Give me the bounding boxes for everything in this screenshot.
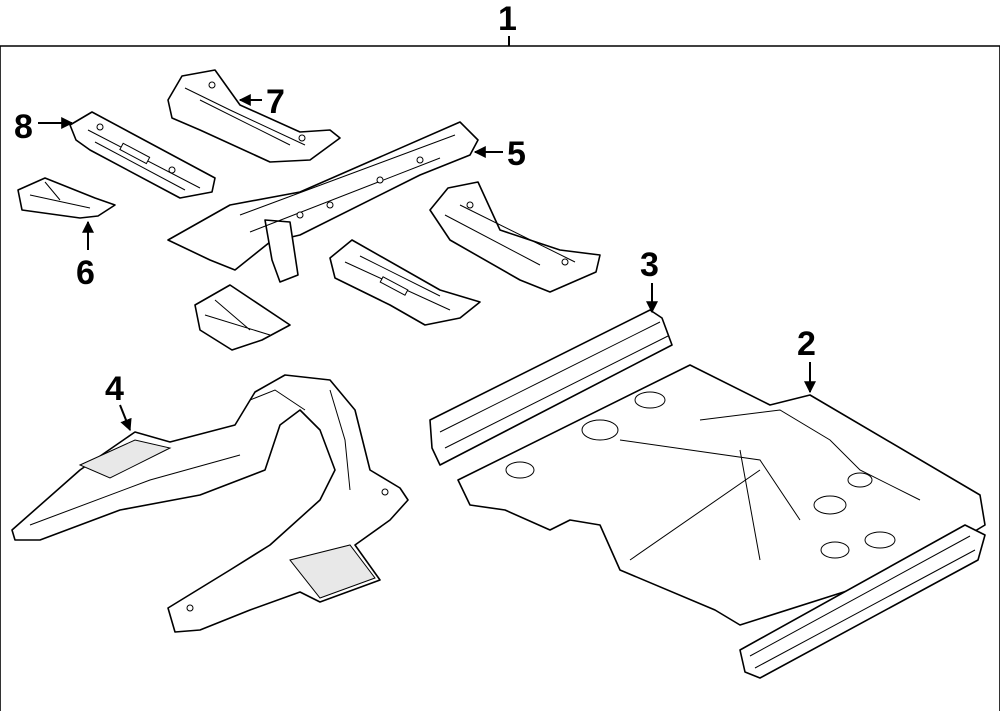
part-6-bracket xyxy=(17,177,116,219)
callout-8: 8 xyxy=(14,108,33,146)
middle-crossmember xyxy=(329,239,481,326)
callout-4: 4 xyxy=(105,370,124,408)
part-2-floor-pan xyxy=(457,364,986,626)
callout-6: 6 xyxy=(76,254,95,292)
rear-crossmember xyxy=(429,181,601,293)
callout-5: 5 xyxy=(507,135,526,173)
part-7-crossmember xyxy=(167,69,341,163)
part-4-side-member xyxy=(11,374,409,633)
callout-2: 2 xyxy=(797,325,816,363)
callout-1: 1 xyxy=(498,0,517,38)
assembly-frame xyxy=(0,36,1000,711)
callout-7: 7 xyxy=(266,83,285,121)
callout-3: 3 xyxy=(640,246,659,284)
floor-bracket xyxy=(194,284,291,351)
part-5-crossmember xyxy=(167,121,479,283)
right-side-sill xyxy=(739,524,986,679)
part-8-crossmember xyxy=(69,111,216,199)
leader-lines xyxy=(38,94,816,432)
